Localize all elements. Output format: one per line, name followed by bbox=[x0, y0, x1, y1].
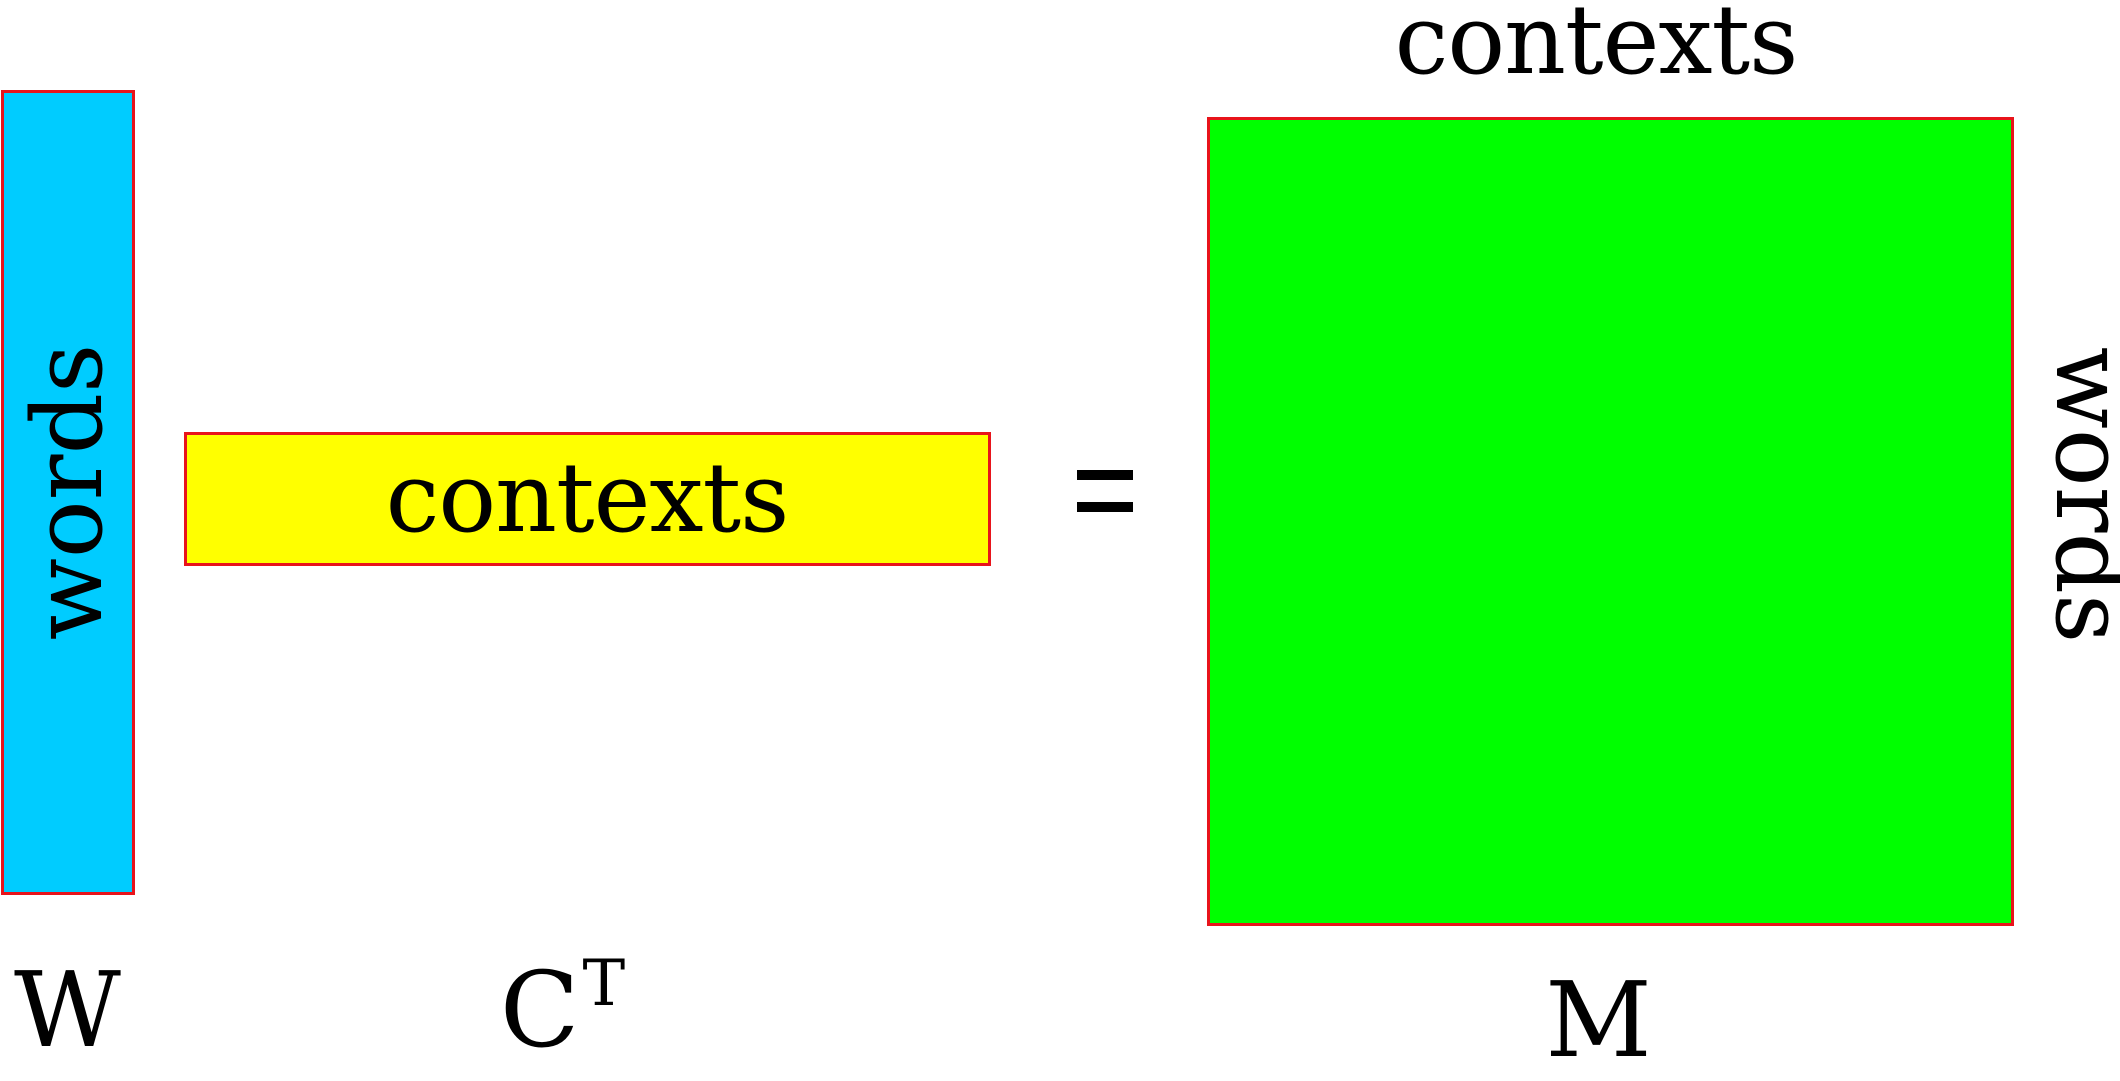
ct-columns-label: contexts bbox=[385, 442, 790, 554]
matrix-w bbox=[1, 90, 135, 895]
matrix-m-name: M bbox=[1545, 959, 1651, 1081]
equals-bar-top bbox=[1077, 470, 1133, 480]
matrix-w-name: W bbox=[14, 949, 121, 1071]
w-rows-label: words bbox=[12, 343, 124, 641]
transpose-superscript: T bbox=[582, 947, 625, 1021]
matrix-ct-name: CT bbox=[500, 952, 625, 1062]
equals-sign bbox=[1077, 470, 1133, 534]
m-columns-label: contexts bbox=[1394, 0, 1799, 96]
matrix-c-transpose bbox=[184, 432, 991, 566]
equals-bar-bottom bbox=[1077, 502, 1133, 512]
matrix-m bbox=[1207, 117, 2014, 926]
matrix-ct-base-letter: C bbox=[499, 949, 580, 1071]
m-rows-label: words bbox=[2034, 346, 2120, 644]
